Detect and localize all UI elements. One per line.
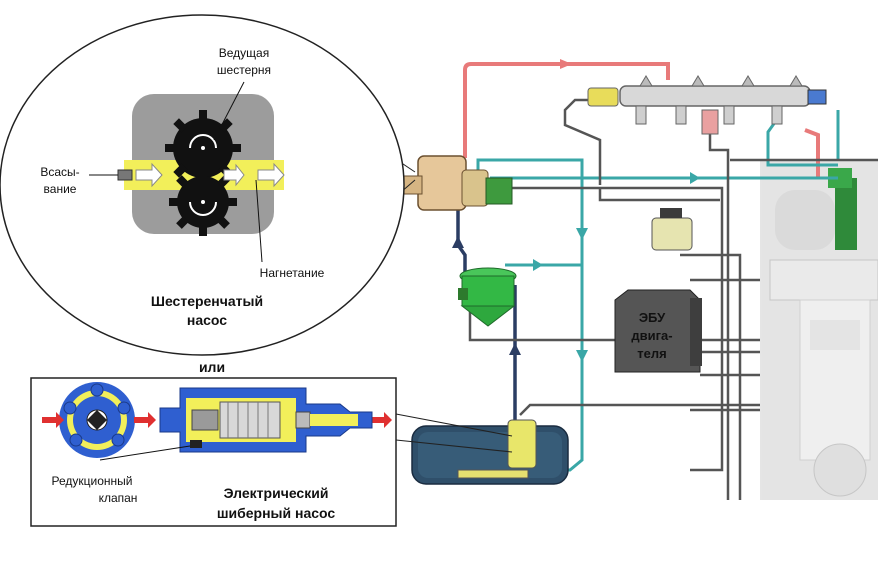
suction-label-2: вание [44,182,77,196]
low-pressure-arrows [533,172,700,362]
cylinder-head [828,168,857,250]
gear-pump-title-2: насос [187,312,227,328]
drive-gear-label-1: Ведущая [219,46,269,60]
panel-pointer-lines [395,413,513,453]
or-label: или [199,359,225,375]
gear-pump-title-1: Шестеренчатый [151,293,263,309]
ecu-label-line3: теля [637,346,666,361]
high-pressure-pump [391,155,513,211]
flow-arrows [135,162,285,188]
fuel-supply-line [456,210,517,430]
supply-arrows [452,236,521,355]
callout-leaders [89,81,263,263]
vane-pump-arrows [42,412,392,428]
ecu-label-line2: двига- [631,328,672,343]
electric-pump-panel [30,377,397,527]
electric-pump-title-2: шиберный насос [217,505,336,521]
drive-gear-label-2: шестерня [217,63,271,77]
relay-module [651,208,693,251]
fuel-tank [411,419,569,485]
common-rail [587,75,827,135]
engine-block [760,160,878,500]
reducing-valve-label-2: клапан [99,491,138,505]
reducing-valve-leader [99,445,191,461]
suction-fitting [117,169,133,181]
vane-pump-cutaway [159,387,373,453]
gear-lower [169,168,237,236]
vane-pump-rotor [59,382,135,458]
fuel-filter [458,267,517,327]
suction-label-1: Всасы- [40,165,79,179]
reducing-valve-label-1: Редукционный [52,474,133,488]
electric-pump-title-1: Электрический [224,485,329,501]
ecu-label-line1: ЭБУ [639,310,666,325]
discharge-label: Нагнетание [260,266,325,280]
ecu: ЭБУ двига- теля [614,289,702,373]
high-pressure-arrow [560,59,572,69]
